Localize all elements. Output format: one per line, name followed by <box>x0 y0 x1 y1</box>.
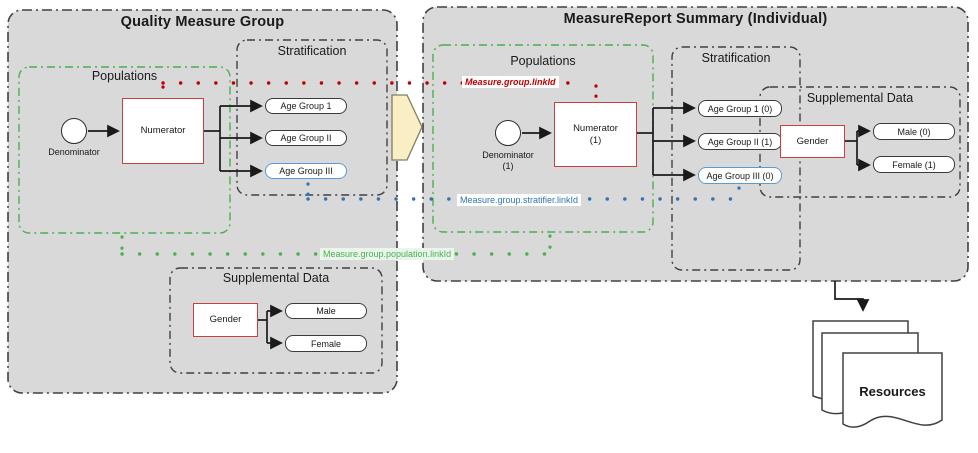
left-male-pill: Male <box>285 303 367 319</box>
right-age-group-2-pill: Age Group II (1) <box>698 133 782 150</box>
left-denominator-circle <box>61 118 87 144</box>
left-stratification-outline <box>236 39 388 196</box>
resources-label: Resources <box>859 384 926 399</box>
right-denominator-label-line1: Denominator <box>482 150 534 160</box>
right-denominator-label-line2: (1) <box>502 161 514 171</box>
right-populations-label: Populations <box>510 54 576 68</box>
left-populations-label: Populations <box>91 69 158 83</box>
right-age-group-3-pill: Age Group III (0) <box>698 167 782 184</box>
right-denominator-label: Denominator (1) <box>458 150 558 172</box>
right-female-pill: Female (1) <box>873 156 955 173</box>
right-numerator-text-line1: Numerator <box>573 122 618 134</box>
right-panel-title: MeasureReport Summary (Individual) <box>563 11 828 27</box>
document-page-front <box>842 352 943 428</box>
right-numerator-text-line2: (1) <box>589 134 602 146</box>
right-supplemental-label: Supplemental Data <box>806 91 914 105</box>
left-populations-outline <box>18 66 231 234</box>
left-numerator-box: Numerator <box>122 98 204 164</box>
right-age-group-1-pill: Age Group 1 (0) <box>698 100 782 117</box>
left-age-group-1-pill: Age Group 1 <box>265 98 347 114</box>
left-denominator-label: Denominator <box>48 147 100 157</box>
left-numerator-text: Numerator <box>140 125 186 136</box>
left-gender-text: Gender <box>209 314 242 325</box>
right-numerator-box: Numerator (1) <box>554 102 637 167</box>
measure-group-population-linkid-label: Measure.group.population.linkId <box>320 248 455 260</box>
left-female-pill: Female <box>285 335 367 352</box>
right-populations-outline <box>432 44 654 233</box>
resources-documents-icon <box>812 320 943 428</box>
left-stratification-label: Stratification <box>277 44 347 58</box>
right-stratification-label: Stratification <box>701 51 771 65</box>
transform-arrow-icon <box>391 94 423 161</box>
right-stratification-outline <box>671 46 801 271</box>
right-male-pill: Male (0) <box>873 123 955 140</box>
right-gender-box: Gender <box>780 125 845 158</box>
left-gender-box: Gender <box>193 303 258 337</box>
left-age-group-2-pill: Age Group II <box>265 130 347 146</box>
measure-group-stratifier-linkid-label: Measure.group.stratifier.linkId <box>457 194 582 206</box>
left-connector-arrows <box>88 99 283 350</box>
right-gender-text: Gender <box>796 135 829 147</box>
left-panel-title: Quality Measure Group <box>120 14 285 30</box>
left-supplemental-outline <box>169 267 383 374</box>
report-to-resources-arrow <box>834 281 870 312</box>
left-age-group-3-pill: Age Group III <box>265 163 347 179</box>
right-denominator-circle <box>495 120 521 146</box>
right-connector-arrows <box>522 101 871 182</box>
measure-group-linkid-label: Measure.group.linkId <box>462 76 559 88</box>
left-supplemental-label: Supplemental Data <box>222 271 330 285</box>
